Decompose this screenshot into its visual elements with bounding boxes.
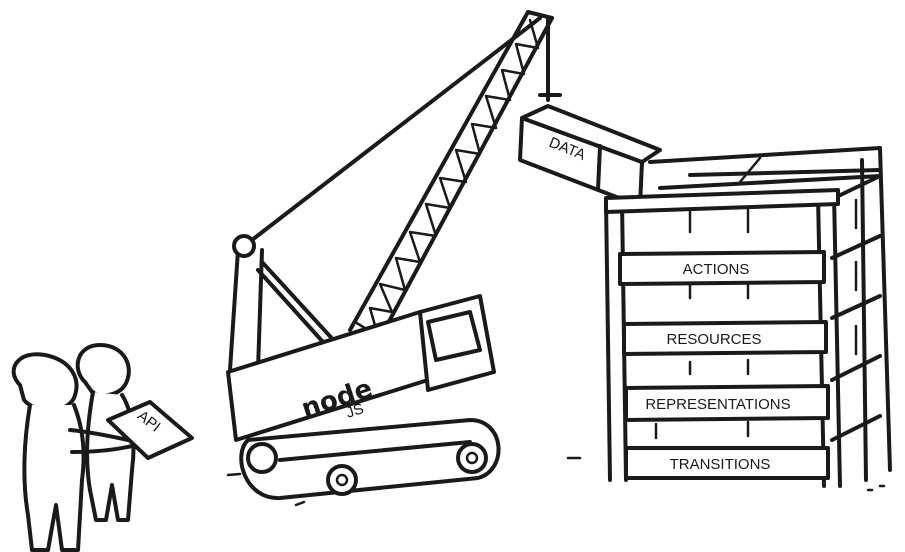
shelf-actions: ACTIONS [620, 252, 824, 284]
shelf-label: REPRESENTATIONS [645, 396, 790, 413]
shelf-resources: RESOURCES [624, 322, 826, 354]
track-wheel [328, 466, 356, 494]
shelf-transitions: TRANSITIONS [626, 448, 828, 478]
track-wheel [458, 444, 486, 472]
cab-window [428, 312, 480, 360]
track-wheel [248, 444, 276, 472]
shelf-representations: REPRESENTATIONS [626, 386, 828, 420]
pulley-icon [234, 236, 254, 256]
data-block: DATA [520, 106, 660, 206]
shelf-label: TRANSITIONS [670, 456, 771, 473]
shelf-label: RESOURCES [666, 331, 761, 348]
boom-lattice [355, 20, 538, 336]
crane: node JS [228, 12, 560, 498]
building-frame [606, 148, 890, 486]
shelf-label: ACTIONS [683, 261, 750, 278]
people-group: API [14, 345, 192, 550]
